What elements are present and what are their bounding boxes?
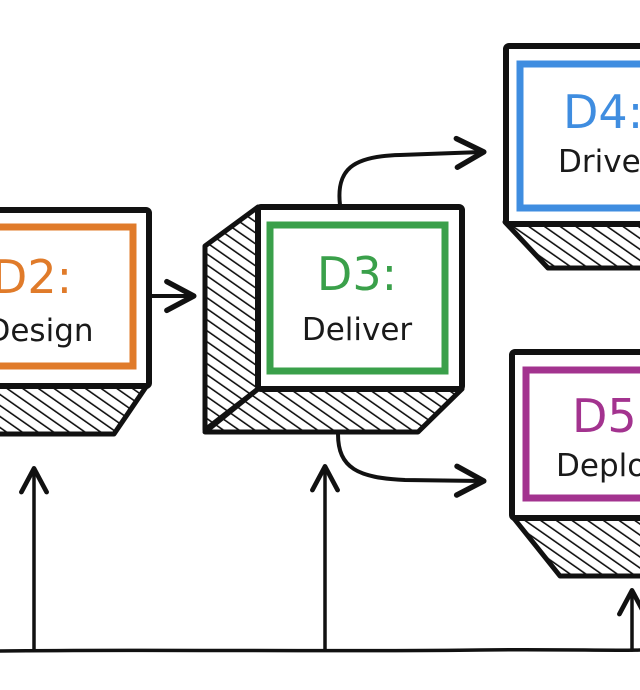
stage-box-d2-front (0, 207, 152, 389)
stage-box-d4: D4: Drive (502, 43, 640, 271)
stage-box-d5-front (509, 349, 640, 521)
stage-box-d2-frame (0, 223, 137, 370)
stage-box-d5-base (509, 513, 640, 579)
stage-d5-code: D5: (572, 389, 640, 443)
stage-box-d4-frame (516, 60, 640, 212)
baseline (0, 647, 640, 653)
stage-box-d2-base (0, 381, 151, 437)
stage-box-d4-front (503, 43, 640, 227)
stage-d4-name: Drive (558, 144, 640, 180)
stage-d3-name: Deliver (302, 312, 413, 348)
stage-box-d3: D3: Deliver (202, 204, 465, 435)
stage-d2-name: Design (0, 313, 94, 349)
stage-d2-code: D2: (0, 250, 72, 304)
stage-box-d2: D2: Design (0, 207, 152, 437)
stage-box-d5: D5: Deploy (509, 349, 640, 579)
stage-d3-code: D3: (317, 247, 397, 301)
stage-box-d3-front (255, 204, 465, 392)
stage-d4-code: D4: (563, 85, 640, 139)
stage-box-d4-base (502, 219, 640, 271)
stage-box-d3-frame (266, 221, 449, 375)
stage-d5-name: Deploy (556, 448, 640, 484)
arrow-d3-to-d4 (337, 135, 487, 207)
arrow-d3-to-d5 (336, 432, 487, 498)
stage-box-d5-frame (522, 366, 640, 502)
